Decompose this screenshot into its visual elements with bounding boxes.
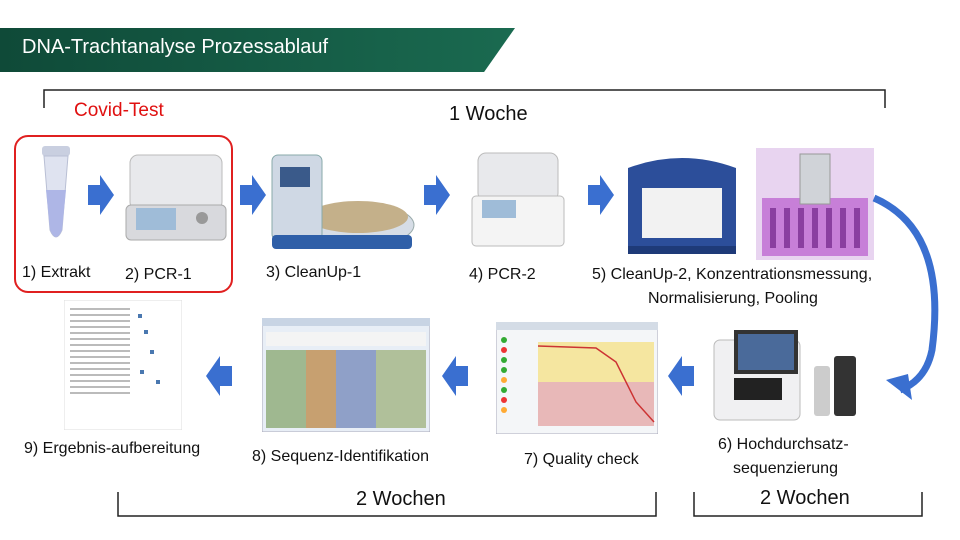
step-5-label-line2: Normalisierung, Pooling [648, 290, 818, 307]
sequencer-icon [713, 330, 856, 421]
step-3-label: 3) CleanUp-1 [266, 264, 362, 281]
step-7-label: 7) Quality check [524, 451, 639, 468]
covid-test-label: Covid-Test [74, 100, 164, 121]
robot-icon [271, 154, 415, 249]
step-9-label: 9) Ergebnis-aufbereitung [24, 440, 201, 457]
arrow-1-icon [88, 175, 114, 215]
bottom-left-bracket [117, 492, 657, 517]
arrow-6-icon [668, 356, 694, 396]
step-5-label-line1: 5) CleanUp-2, Konzentrationsmessung, [592, 266, 873, 283]
bottom-right-bracket [693, 492, 923, 517]
arrow-2-icon [240, 175, 266, 215]
step-1-label: 1) Extrakt [22, 264, 91, 281]
thermocycler-2-icon [471, 152, 565, 247]
curved-arrow-icon [872, 194, 939, 400]
top-bracket [43, 89, 886, 108]
arrow-8-icon [206, 356, 232, 396]
step-6-label-line2: sequenzierung [733, 460, 838, 477]
arrow-7-icon [442, 356, 468, 396]
arrow-4-icon [588, 175, 614, 215]
arrow-3-icon [424, 175, 450, 215]
step-4-label: 4) PCR-2 [469, 266, 536, 283]
duration-bottom-left: 2 Wochen [356, 488, 446, 510]
step-2-label: 2) PCR-1 [125, 266, 192, 283]
duration-top: 1 Woche [449, 103, 528, 125]
title-banner [0, 28, 515, 72]
tube-icon [42, 146, 70, 238]
plate-reader-icon [628, 158, 736, 254]
thermocycler-icon [125, 154, 227, 241]
qc-screenshot [496, 322, 658, 434]
covid-highlight-box [14, 135, 233, 293]
result-table-image [64, 300, 182, 430]
alignment-screenshot [262, 318, 430, 432]
page-title: DNA-Trachtanalyse Prozessablauf [22, 36, 329, 58]
step-8-label: 8) Sequenz-Identifikation [252, 448, 429, 465]
pipette-plate-icon [756, 148, 874, 260]
step-6-label-line1: 6) Hochdurchsatz- [718, 436, 849, 453]
duration-bottom-right: 2 Wochen [760, 487, 850, 509]
